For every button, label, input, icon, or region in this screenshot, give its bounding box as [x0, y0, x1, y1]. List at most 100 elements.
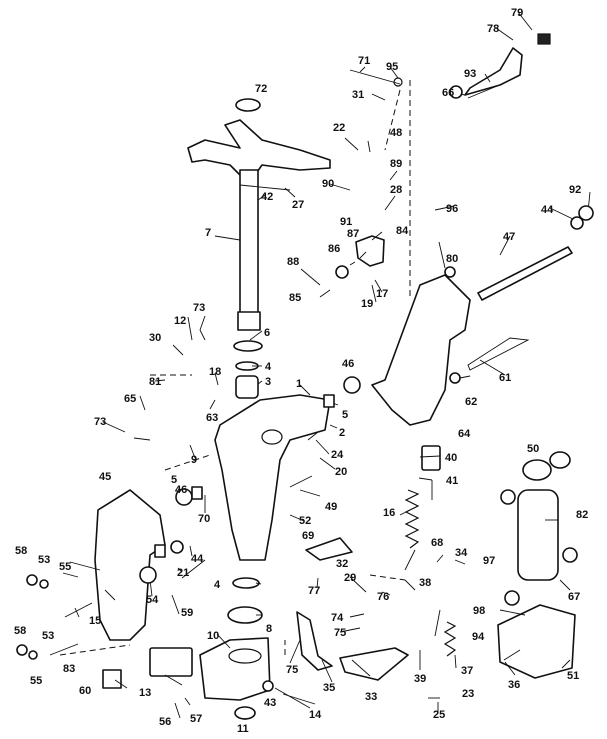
bolt-icon — [467, 83, 503, 99]
callout-12: 12 — [174, 315, 186, 327]
part-4-ring-lower — [232, 577, 260, 589]
part-6-washer — [233, 340, 263, 352]
washer-icon — [570, 216, 584, 230]
callout-91: 91 — [340, 216, 352, 228]
nut-icon — [537, 33, 551, 45]
callout-73: 73 — [193, 302, 205, 314]
callout-60: 60 — [79, 685, 91, 697]
callout-41: 41 — [446, 475, 458, 487]
nut-icon — [262, 680, 274, 692]
part-icon — [154, 544, 166, 558]
part-47-tilt-tube — [477, 246, 573, 301]
part-shapes — [94, 47, 576, 720]
callout-32: 32 — [336, 558, 348, 570]
callout-96: 96 — [446, 203, 458, 215]
bolt-icon — [307, 431, 319, 441]
part-3-bushing — [235, 375, 259, 399]
part-64-stern-bracket — [371, 274, 471, 426]
callout-34: 34 — [455, 547, 468, 559]
leader-lines — [49, 11, 591, 720]
callout-10: 10 — [207, 630, 219, 642]
callout-54: 54 — [146, 594, 159, 606]
part-94-spring — [443, 621, 457, 657]
callout-93: 93 — [464, 68, 476, 80]
bolt-icon — [404, 549, 416, 571]
callout-21: 21 — [177, 567, 189, 579]
callout-36: 36 — [508, 679, 520, 691]
callout-82: 82 — [576, 509, 588, 521]
callout-79: 79 — [511, 7, 523, 19]
washer-icon — [16, 644, 28, 656]
callout-7: 7 — [205, 227, 211, 239]
callout-28: 28 — [390, 184, 402, 196]
callout-46: 46 — [175, 484, 187, 496]
callout-15: 15 — [89, 615, 101, 627]
callout-29: 29 — [344, 572, 356, 584]
callout-17: 17 — [376, 288, 388, 300]
callout-37: 37 — [461, 665, 473, 677]
callout-71: 71 — [358, 55, 370, 67]
washer-icon — [26, 574, 38, 586]
callout-20: 20 — [335, 466, 347, 478]
part-icon — [191, 486, 203, 500]
callout-58: 58 — [14, 625, 26, 637]
bolt-icon — [199, 329, 206, 341]
callout-38: 38 — [419, 577, 431, 589]
callout-46: 46 — [342, 358, 354, 370]
callout-31: 31 — [352, 89, 364, 101]
callout-65: 65 — [124, 393, 136, 405]
nut-icon — [449, 372, 461, 384]
callout-80: 80 — [446, 253, 458, 265]
part-84-cam — [355, 235, 385, 267]
bolt-icon — [349, 69, 401, 85]
part-61-rod — [467, 337, 530, 371]
bolt-icon — [289, 475, 313, 488]
callout-72: 72 — [255, 83, 267, 95]
callout-11: 11 — [237, 723, 249, 735]
callout-77: 77 — [308, 585, 320, 597]
callout-84: 84 — [396, 225, 409, 237]
callout-73: 73 — [94, 416, 106, 428]
callout-5: 5 — [342, 409, 348, 421]
callout-53: 53 — [42, 630, 54, 642]
callout-75: 75 — [286, 664, 298, 676]
part-51-cylinder-base — [497, 604, 576, 679]
callout-51: 51 — [567, 670, 579, 682]
callout-39: 39 — [414, 673, 426, 685]
washer-icon — [393, 77, 403, 87]
part-1-boss — [261, 429, 283, 445]
callout-49: 49 — [325, 501, 337, 513]
callout-44: 44 — [541, 204, 554, 216]
callout-57: 57 — [190, 713, 202, 725]
callout-74: 74 — [331, 612, 344, 624]
callout-24: 24 — [331, 449, 344, 461]
callout-3: 3 — [265, 376, 271, 388]
nut-icon — [335, 265, 349, 279]
callout-9: 9 — [191, 454, 197, 466]
callout-23: 23 — [462, 688, 474, 700]
callout-63: 63 — [206, 412, 218, 424]
bolt-icon — [64, 602, 93, 618]
callout-1: 1 — [296, 378, 302, 390]
part-1-swivel-bracket — [214, 394, 331, 561]
bolt-icon — [181, 559, 206, 579]
part-11-nut — [234, 706, 256, 720]
part-50-eye-right — [549, 451, 571, 469]
callout-85: 85 — [289, 292, 301, 304]
part-93-lever — [464, 47, 523, 96]
callout-81: 81 — [149, 376, 161, 388]
bolt-icon — [133, 437, 151, 441]
callout-58: 58 — [15, 545, 27, 557]
callout-14: 14 — [309, 709, 322, 721]
callout-75: 75 — [334, 627, 346, 639]
callout-64: 64 — [458, 428, 471, 440]
callout-55: 55 — [59, 561, 71, 573]
callout-4: 4 — [265, 361, 272, 373]
callout-35: 35 — [323, 682, 335, 694]
callout-19: 19 — [361, 298, 373, 310]
callout-22: 22 — [333, 122, 345, 134]
callout-50: 50 — [527, 443, 539, 455]
part-33-bracket — [339, 647, 409, 681]
part-60-plate — [102, 669, 122, 689]
callout-44: 44 — [191, 553, 204, 565]
